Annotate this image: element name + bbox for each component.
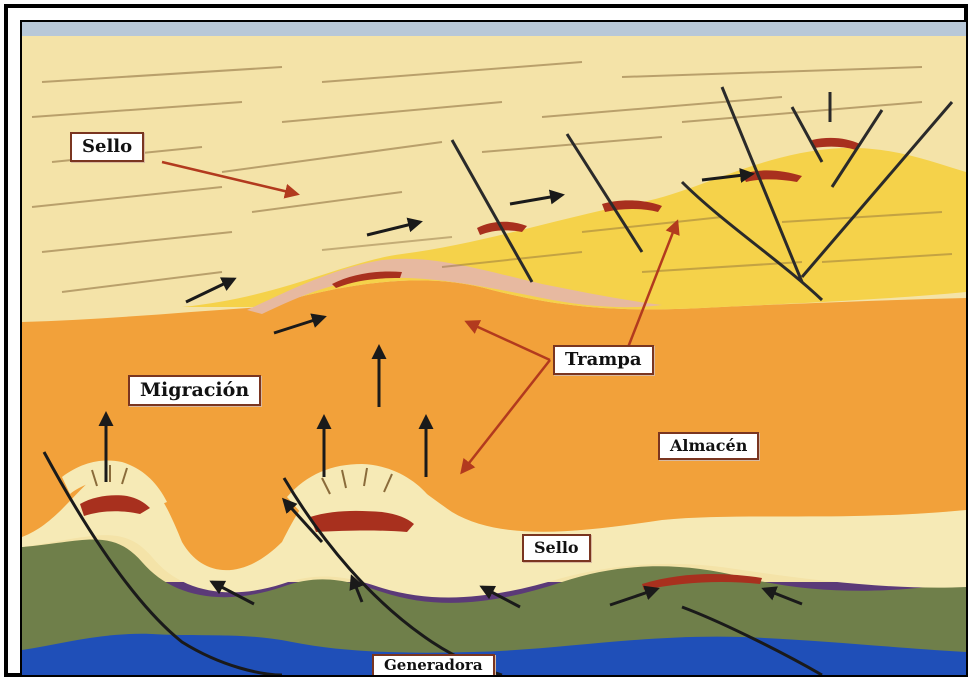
label-almacen: Almacén xyxy=(658,432,759,460)
label-sello-bottom: Sello xyxy=(522,534,591,562)
petroleum-system-cross-section xyxy=(22,22,966,675)
label-generadora: Generadora xyxy=(372,654,495,677)
label-sello-top: Sello xyxy=(70,132,144,162)
diagram-panel: Sello Trampa Migración Almacén Sello Gen… xyxy=(20,20,968,677)
diagram-frame: Sello Trampa Migración Almacén Sello Gen… xyxy=(4,4,968,677)
label-trampa: Trampa xyxy=(553,345,654,375)
sky-strip xyxy=(22,22,966,36)
label-migracion: Migración xyxy=(128,375,261,406)
